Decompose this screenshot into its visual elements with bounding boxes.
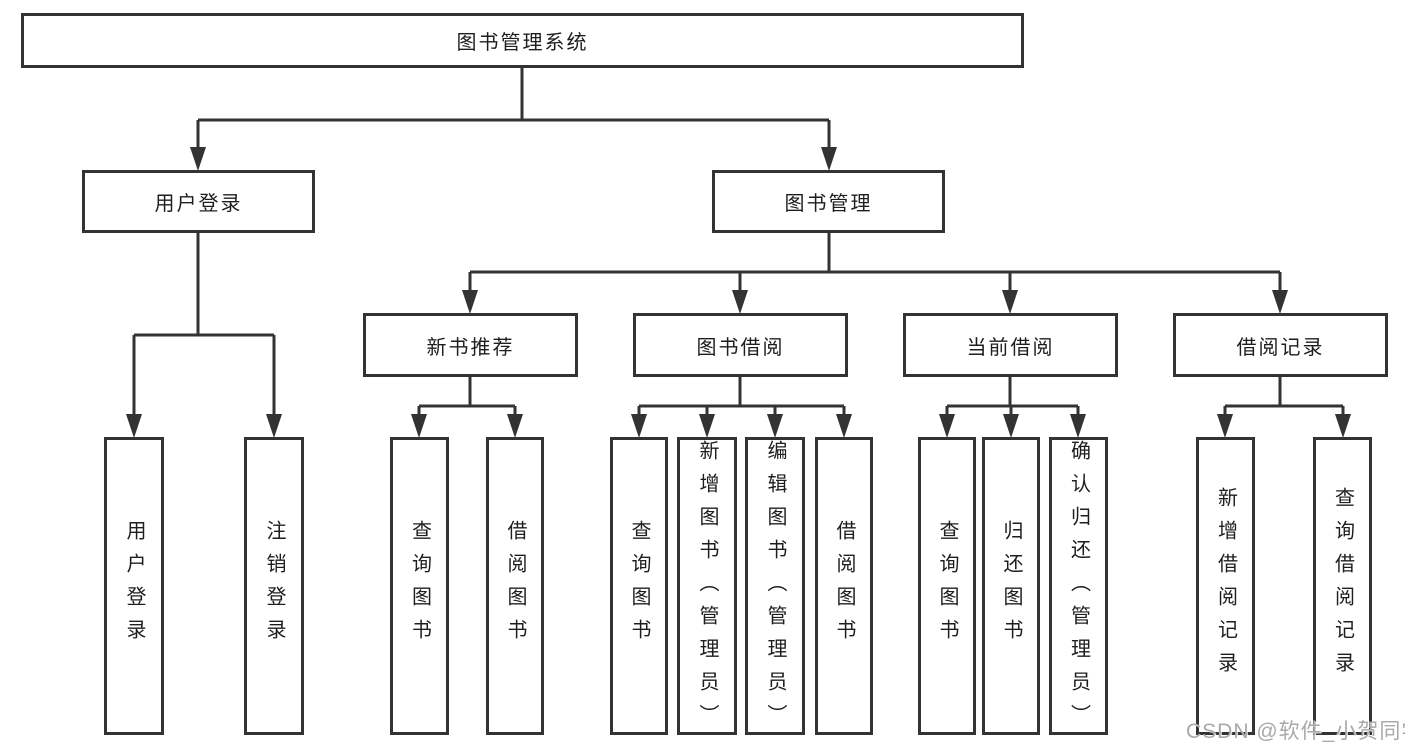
leaf-return-books: 归还图书: [982, 437, 1040, 735]
arrowhead: [266, 414, 282, 438]
arrowhead: [1070, 414, 1086, 438]
leaf-current-query-books: 查询图书: [918, 437, 976, 735]
arrowhead: [1217, 414, 1233, 438]
leaf-recommend-query-books: 查询图书: [390, 437, 449, 735]
leaf-borrow-query-books: 查询图书: [610, 437, 668, 735]
arrowhead: [126, 414, 142, 438]
node-library-management-system: 图书管理系统: [21, 13, 1024, 68]
arrowhead: [836, 414, 852, 438]
arrowhead: [1272, 290, 1288, 314]
csdn-watermark: CSDN @软件_小贺同学: [1186, 720, 1405, 743]
node-book-management: 图书管理: [712, 170, 945, 233]
arrowhead: [821, 147, 837, 171]
leaf-edit-books-admin: 编辑图书（管理员）: [745, 437, 805, 737]
arrowhead: [462, 290, 478, 314]
leaf-add-borrow-record: 新增借阅记录: [1196, 437, 1255, 735]
node-book-borrow: 图书借阅: [633, 313, 848, 377]
arrowhead: [507, 414, 523, 438]
arrowhead: [190, 147, 206, 171]
arrowhead: [631, 414, 647, 438]
leaf-confirm-return-admin: 确认归还（管理员）: [1049, 437, 1108, 737]
arrowhead: [732, 290, 748, 314]
arrowhead: [1003, 414, 1019, 438]
arrowhead: [767, 414, 783, 438]
arrowhead: [1335, 414, 1351, 438]
leaf-user-login: 用户登录: [104, 437, 164, 735]
leaf-recommend-borrow-books: 借阅图书: [486, 437, 544, 735]
leaf-logout: 注销登录: [244, 437, 304, 735]
leaf-borrow-books: 借阅图书: [815, 437, 873, 735]
leaf-add-books-admin: 新增图书（管理员）: [677, 437, 737, 737]
node-borrow-records: 借阅记录: [1173, 313, 1388, 377]
leaf-query-borrow-record: 查询借阅记录: [1313, 437, 1372, 735]
node-user-login: 用户登录: [82, 170, 315, 233]
arrowhead: [1002, 290, 1018, 314]
arrowhead: [939, 414, 955, 438]
node-current-borrow: 当前借阅: [903, 313, 1118, 377]
arrowhead: [411, 414, 427, 438]
node-new-book-recommend: 新书推荐: [363, 313, 578, 377]
arrowhead: [699, 414, 715, 438]
